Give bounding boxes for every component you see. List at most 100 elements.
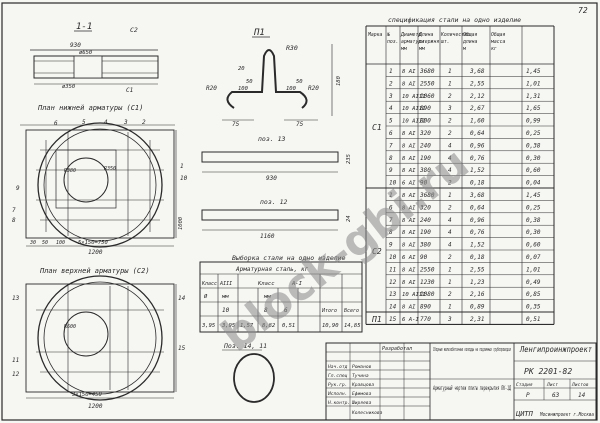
- dim-1200b: 1200: [88, 403, 103, 410]
- upper-plan-outline: [25, 283, 175, 393]
- svg-text:14,85: 14,85: [344, 323, 361, 329]
- dim-930: 930: [70, 42, 81, 49]
- svg-text:235: 235: [346, 154, 352, 164]
- spec-total-length: 0,96: [470, 142, 485, 149]
- spec-length: 190: [420, 229, 431, 236]
- spec-total-length: 2,67: [470, 105, 485, 112]
- svg-text:15: 15: [178, 345, 186, 352]
- spec-header-5: Общая: [463, 31, 478, 38]
- svg-text:7: 7: [12, 207, 16, 214]
- svg-text:Арматурная сталь, кг: Арматурная сталь, кг: [235, 266, 309, 273]
- spec-header-4: шт.: [441, 40, 450, 45]
- spec-length: 380: [419, 167, 431, 174]
- spec-header-6: масса: [490, 40, 506, 45]
- svg-text:Сборные железобетонные колодцы: Сборные железобетонные колодцы на подзем…: [433, 346, 511, 353]
- svg-text:4: 4: [104, 119, 108, 126]
- svg-text:Итого: Итого: [321, 308, 337, 314]
- spec-mass: 0,38: [526, 142, 541, 149]
- spec-length: 890: [420, 304, 431, 311]
- spec-diameter: 10 AIII: [402, 119, 426, 125]
- upper-ring-outer: [37, 275, 163, 401]
- spec-length: 90: [420, 254, 428, 261]
- dim-5x150: 5×150=750: [78, 240, 108, 246]
- spec-mass: 0,51: [526, 316, 540, 323]
- spec-pos: 13: [389, 291, 397, 298]
- svg-text:Класс AIII: Класс AIII: [201, 281, 232, 287]
- spec-total-length: 2,55: [470, 266, 485, 273]
- spec-diameter: 10 AIII: [402, 292, 426, 298]
- spec-pos: 12: [389, 279, 397, 286]
- spec-header-2: Диаметр: [400, 32, 421, 38]
- spec-pos: 9: [389, 242, 393, 249]
- spec-mass: 0,04: [526, 180, 541, 187]
- spec-mass: 1,01: [526, 80, 540, 87]
- spec-mass: 1,31: [526, 93, 540, 100]
- spec-qty: 1: [448, 80, 452, 87]
- spec-header-6: Общая: [491, 31, 506, 38]
- spec-pos: 14: [389, 304, 397, 311]
- spec-qty: 4: [448, 242, 452, 249]
- spec-qty: 2: [448, 291, 452, 298]
- spec-pos: 1: [389, 192, 393, 199]
- spec-length: 770: [420, 316, 431, 323]
- spec-length: 320: [419, 204, 431, 211]
- dim-3x150: 3×150=450: [71, 392, 102, 398]
- svg-text:Листов: Листов: [571, 382, 589, 388]
- spec-length: 890: [420, 105, 431, 112]
- svg-text:11: 11: [12, 357, 19, 364]
- upper-hole: [63, 311, 109, 357]
- spec-qty: 1: [448, 279, 452, 286]
- spec-mass: 0,30: [526, 155, 541, 162]
- svg-text:Класс: Класс: [257, 281, 275, 287]
- spec-pos: 4: [389, 105, 393, 112]
- svg-text:10: 10: [222, 307, 230, 314]
- spec-total-length: 3,68: [469, 192, 485, 199]
- spec-pos: 10: [389, 180, 397, 187]
- spec-diameter: 8 AI: [402, 305, 416, 311]
- svg-text:Стадия: Стадия: [516, 382, 533, 388]
- spec-pos: 11: [389, 266, 396, 273]
- svg-text:Гл.спец: Гл.спец: [328, 373, 348, 379]
- svg-text:75: 75: [232, 121, 240, 128]
- svg-text:РК 2201-82: РК 2201-82: [524, 367, 572, 376]
- spec-length: 240: [420, 217, 431, 224]
- spec-title: спецификация стали на одно изделие: [388, 16, 521, 24]
- spec-total-length: 0,18: [470, 180, 485, 187]
- svg-text:8: 8: [264, 307, 268, 314]
- spec-mass: 1,65: [526, 105, 541, 112]
- spec-mass: 0,25: [526, 130, 541, 137]
- svg-text:Н.контр.: Н.контр.: [327, 400, 350, 406]
- pos14-ring: [233, 353, 275, 403]
- svg-text:Кравцова: Кравцова: [351, 382, 374, 388]
- sample-title: Выборка стали на одно изделие: [232, 254, 346, 262]
- spec-mass: 0,60: [526, 167, 541, 174]
- spec-pos: 6: [389, 204, 393, 211]
- sample-table: [199, 261, 363, 333]
- dim-1200: 1200: [88, 249, 103, 256]
- bar-pos13: [201, 151, 339, 163]
- spec-total-length: 2,55: [470, 80, 485, 87]
- svg-text:Разработал: Разработал: [382, 345, 412, 352]
- spec-total-length: 1,52: [470, 167, 485, 174]
- spec-length: 2550: [420, 266, 435, 273]
- dim-d650: ø650: [79, 50, 93, 56]
- spec-mass: 0,35: [526, 304, 541, 311]
- spec-diameter: 8 AI: [402, 143, 416, 149]
- svg-text:Всего: Всего: [344, 308, 359, 314]
- spec-header-5: м: [462, 47, 467, 52]
- svg-text:Ø: Ø: [204, 293, 208, 300]
- svg-text:14: 14: [578, 392, 586, 399]
- p1-label: П1: [253, 28, 265, 38]
- spec-pos: 6: [389, 130, 393, 137]
- svg-text:3,95: 3,95: [201, 323, 215, 329]
- svg-text:50: 50: [246, 79, 253, 85]
- spec-length: 1080: [420, 291, 435, 298]
- svg-text:Ширяева: Ширяева: [351, 400, 372, 406]
- spec-total-length: 1,23: [470, 279, 485, 286]
- svg-text:Романов: Романов: [352, 364, 372, 370]
- spec-header-3: стержня: [419, 40, 439, 45]
- spec-pos: 8: [389, 155, 393, 162]
- spec-qty: 4: [448, 142, 452, 149]
- spec-pos: 15: [389, 316, 397, 323]
